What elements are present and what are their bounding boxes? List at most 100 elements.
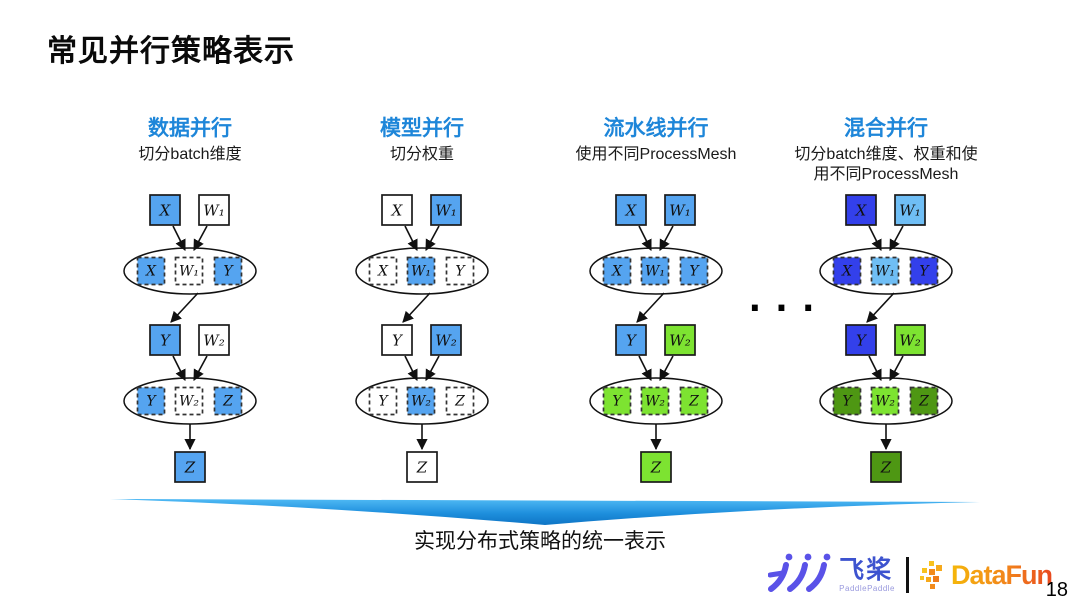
mesh-node-label: W₁ — [411, 264, 431, 280]
mesh-node-box — [909, 386, 939, 416]
mesh-node-box — [679, 256, 709, 286]
mesh-node-label: W₂ — [875, 394, 895, 410]
output-node-box — [640, 451, 672, 483]
weight-node-box — [894, 324, 926, 356]
tensor-node-box — [615, 324, 647, 356]
arrow — [866, 292, 895, 323]
column-subtitle: 使用不同ProcessMesh — [575, 146, 737, 163]
arrow — [638, 355, 652, 382]
mesh-node-box — [445, 386, 475, 416]
arrow — [172, 225, 186, 252]
mesh-node-label: Y — [378, 394, 389, 410]
arrow — [659, 225, 674, 251]
weight-node-box — [430, 324, 462, 356]
weight-node-label: W₁ — [899, 202, 920, 220]
weight-node-label: W₁ — [669, 202, 690, 220]
column-title: 数据并行 — [148, 117, 232, 140]
swoosh-shape — [110, 499, 980, 525]
mesh-node-box — [679, 386, 709, 416]
column-title: 流水线并行 — [603, 117, 709, 140]
mesh-node-box — [213, 386, 243, 416]
output-node-label: Z — [416, 459, 428, 477]
output-node-box — [406, 451, 438, 483]
mesh-node-box — [640, 256, 670, 286]
mesh-node-label: Y — [455, 264, 466, 280]
mesh-node-label: W₁ — [875, 264, 895, 280]
weight-node-box — [198, 324, 230, 356]
weight-node-label: W₁ — [435, 202, 456, 220]
mesh-node-label: X — [611, 264, 623, 280]
weight-node-label: W₁ — [203, 202, 224, 220]
weight-node-label: W₂ — [899, 332, 920, 350]
column-subtitle: 切分batch维度、权重和使 用不同ProcessMesh — [794, 146, 978, 183]
mesh-node-box — [870, 386, 900, 416]
tensor-node-label: Y — [856, 332, 868, 350]
mesh-node-label: X — [841, 264, 853, 280]
mesh-node-label: W₂ — [179, 394, 199, 410]
weight-node-box — [198, 194, 230, 226]
arrow — [868, 355, 882, 382]
ellipsis-dots: ... — [744, 279, 825, 320]
column-subtitle: 切分batch维度 — [138, 146, 242, 163]
page-number: 18 — [1045, 579, 1068, 601]
paddlepaddle-icon — [768, 553, 831, 592]
weight-node-box — [430, 194, 462, 226]
arrow — [193, 225, 208, 251]
mesh-node-box — [602, 386, 632, 416]
weight-node-box — [664, 324, 696, 356]
tensor-node-box — [845, 194, 877, 226]
arrow — [638, 225, 652, 252]
mesh-node-box — [445, 256, 475, 286]
arrow — [889, 355, 904, 381]
column-model-parallel: 模型并行 切分权重 — [302, 112, 542, 165]
mesh-node-box — [174, 256, 204, 286]
mesh-node-box — [136, 256, 166, 286]
tensor-node-box — [149, 194, 181, 226]
arrow — [170, 292, 199, 323]
tensor-node-box — [845, 324, 877, 356]
tensor-node-box — [615, 194, 647, 226]
swoosh-brace — [110, 499, 980, 525]
arrow — [868, 225, 882, 252]
arrow — [402, 292, 431, 323]
footer-divider — [906, 557, 909, 593]
paddlepaddle-wordmark: 飞桨 PaddlePaddle — [839, 555, 895, 593]
mesh-node-label: Y — [919, 264, 930, 280]
paddle-cn-text: 飞桨 — [839, 555, 894, 584]
tensor-node-label: Y — [160, 332, 172, 350]
mesh-node-box — [832, 386, 862, 416]
mesh-node-box — [640, 386, 670, 416]
mesh-node-box — [832, 256, 862, 286]
mesh-node-box — [406, 386, 436, 416]
mesh-node-box — [406, 256, 436, 286]
tensor-node-box — [149, 324, 181, 356]
output-node-label: Z — [880, 459, 892, 477]
mesh-node-box — [909, 256, 939, 286]
arrow — [172, 355, 186, 382]
mesh-node-label: X — [145, 264, 157, 280]
tensor-node-label: X — [159, 202, 172, 220]
mesh-node-label: Z — [688, 394, 699, 410]
arrow — [193, 355, 208, 381]
mesh-node-box — [870, 256, 900, 286]
mesh-node-box — [174, 386, 204, 416]
mesh-node-label: Z — [454, 394, 465, 410]
tensor-node-box — [381, 324, 413, 356]
mesh-node-label: W₁ — [179, 264, 199, 280]
caption: 实现分布式策略的统一表示 — [414, 530, 666, 553]
page-title: 常见并行策略表示 — [47, 35, 295, 68]
weight-node-box — [664, 194, 696, 226]
column-hybrid-parallel: 混合并行 切分batch维度、权重和使 用不同ProcessMesh — [766, 112, 1006, 185]
weight-node-box — [894, 194, 926, 226]
footer-logos: 飞桨 PaddlePaddle DataFun — [768, 552, 1053, 598]
tensor-node-label: X — [391, 202, 404, 220]
arrow — [404, 355, 418, 382]
column-pipeline-parallel: 流水线并行 使用不同ProcessMesh — [536, 112, 776, 165]
mesh-node-label: Z — [222, 394, 233, 410]
arrow — [636, 292, 665, 323]
datafun-wordmark: DataFun — [951, 559, 1053, 590]
